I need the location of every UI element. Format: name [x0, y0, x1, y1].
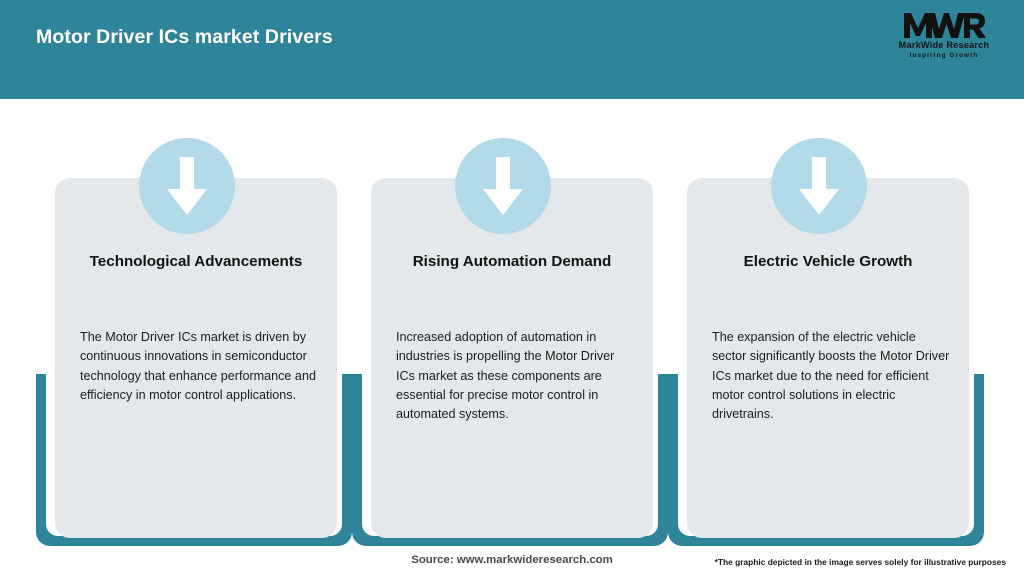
arrow-down-icon — [771, 138, 867, 234]
source-label: Source: www.markwideresearch.com — [411, 554, 613, 566]
card-description: The expansion of the electric vehicle se… — [712, 330, 950, 422]
page-title: Motor Driver ICs market Drivers — [36, 26, 333, 48]
disclaimer-label: *The graphic depicted in the image serve… — [714, 557, 1006, 567]
driver-card-2[interactable]: Rising Automation Demand Increased adopt… — [352, 0, 668, 576]
header-bar: Motor Driver ICs market Drivers MarkWide… — [0, 0, 1024, 99]
card-description: The Motor Driver ICs market is driven by… — [80, 330, 316, 402]
card-title: Technological Advancements — [89, 253, 303, 270]
card-title: Electric Vehicle Growth — [743, 253, 913, 270]
card-panel: Rising Automation Demand Increased adopt… — [371, 178, 653, 538]
card-title: Rising Automation Demand — [412, 253, 612, 270]
card-panel: Technological Advancements The Motor Dri… — [55, 178, 337, 538]
arrow-down-icon — [139, 138, 235, 234]
card-description: Increased adoption of automation in indu… — [396, 330, 615, 422]
logo-tagline: Inspiring Growth — [909, 52, 979, 59]
driver-card-1[interactable]: Technological Advancements The Motor Dri… — [36, 0, 352, 576]
logo-company-name: MarkWide Research — [898, 40, 990, 50]
arrow-down-icon — [455, 138, 551, 234]
card-panel: Electric Vehicle Growth The expansion of… — [687, 178, 969, 538]
mwr-monogram-icon — [886, 10, 1002, 40]
driver-card-3[interactable]: Electric Vehicle Growth The expansion of… — [668, 0, 984, 576]
brand-logo: MarkWide Research Inspiring Growth — [886, 10, 1002, 68]
